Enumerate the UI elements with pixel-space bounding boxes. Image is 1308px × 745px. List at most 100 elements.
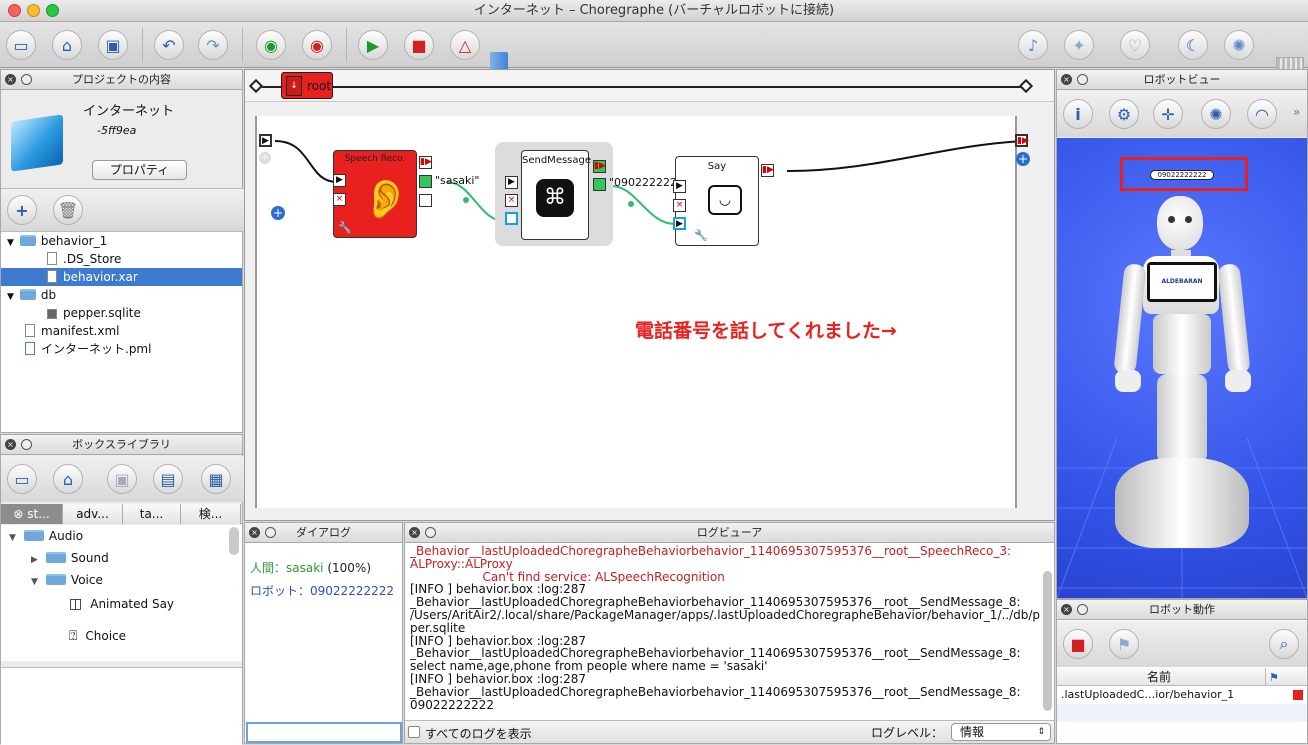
library-tab[interactable]: 検...	[181, 504, 241, 524]
sleep-icon[interactable]: ☾	[1178, 30, 1208, 60]
open-folder-icon[interactable]: ⌂	[52, 30, 82, 60]
add-output-icon[interactable]: +	[1016, 152, 1030, 166]
say-onstopped-port[interactable]: ▮▶	[761, 164, 774, 177]
speech-word-port[interactable]	[419, 175, 432, 188]
behavior-search-icon[interactable]: ⌕	[1269, 629, 1299, 659]
delete-item-button[interactable]: 🗑	[53, 195, 83, 225]
send-onstop-port[interactable]: ×	[505, 194, 518, 207]
library-tree-item[interactable]: ▶Sound	[31, 551, 109, 565]
settings-icon[interactable]: ✺	[1224, 30, 1254, 60]
volume-icon[interactable]: ♪	[1018, 30, 1048, 60]
library-tab[interactable]: ta...	[123, 504, 181, 524]
expand-arrow-icon[interactable]: ▶	[31, 555, 38, 565]
send-input-port[interactable]	[505, 212, 518, 225]
library-tree-item[interactable]: ◫Animated Say	[69, 596, 175, 612]
robot-3d-view[interactable]: 09022222222 ALDEBARAN	[1057, 138, 1307, 598]
expand-arrow-icon[interactable]: ▼	[7, 292, 14, 302]
flow-start-port[interactable]: ▶	[259, 134, 272, 147]
project-tree-item[interactable]: pepper.sqlite	[1, 304, 242, 322]
project-tree-item[interactable]: behavior.xar	[1, 268, 242, 286]
close-panel-icon[interactable]: ×	[5, 439, 16, 450]
sendmessage-box[interactable]: SendMessage ⌘	[521, 150, 591, 240]
library-tree-item[interactable]: ⍰Choice	[69, 628, 127, 644]
root-breadcrumb[interactable]: ↓ root	[281, 72, 333, 99]
stop-icon[interactable]: ■	[404, 30, 434, 60]
undo-icon[interactable]: ↶	[154, 30, 184, 60]
expand-arrow-icon[interactable]: ▼	[7, 238, 14, 248]
behavior-default-icon[interactable]: ⚑	[1109, 629, 1139, 659]
save-icon[interactable]: ▣	[98, 30, 128, 60]
behavior-stop-icon[interactable]: ■	[1063, 629, 1093, 659]
joint-icon[interactable]: ⚙	[1109, 99, 1139, 129]
library-manager-icon[interactable]: ▦	[201, 464, 231, 494]
dock-panel-icon[interactable]	[1077, 604, 1088, 615]
project-tree-item[interactable]: ▼db	[1, 286, 242, 304]
save-library-icon[interactable]: ▣	[107, 464, 137, 494]
say-box[interactable]: Say ◡ 🔧	[675, 156, 759, 246]
zoom-window-button[interactable]	[46, 4, 59, 17]
library-tree-item[interactable]: ▼Audio	[9, 529, 84, 543]
name-column-header[interactable]: 名前	[1147, 670, 1172, 684]
project-tree-item[interactable]: .DS_Store	[1, 250, 242, 268]
save-as-library-icon[interactable]: ▤	[153, 464, 183, 494]
close-window-button[interactable]	[8, 4, 21, 17]
say-input-port[interactable]: ▶	[673, 217, 686, 230]
close-panel-icon[interactable]: ×	[5, 74, 16, 85]
dock-panel-icon[interactable]	[21, 74, 32, 85]
send-onstopped-port[interactable]: ▮▶	[593, 160, 606, 173]
new-file-icon[interactable]: ▭	[6, 30, 36, 60]
dock-panel-icon[interactable]	[21, 439, 32, 450]
add-input-icon[interactable]: +	[271, 206, 285, 220]
speech-nothing-port[interactable]	[419, 194, 432, 207]
project-tree-item[interactable]: manifest.xml	[1, 322, 242, 340]
project-tree-item[interactable]: インターネット.pml	[1, 340, 242, 358]
dock-panel-icon[interactable]	[1077, 74, 1088, 85]
say-onstart-port[interactable]: ▶	[673, 180, 686, 193]
minimize-window-button[interactable]	[27, 4, 40, 17]
close-panel-icon[interactable]: ×	[1061, 74, 1072, 85]
default-column-icon[interactable]: ⚑	[1269, 671, 1279, 684]
redo-icon[interactable]: ↷	[198, 30, 228, 60]
library-tab[interactable]: adv...	[63, 504, 123, 524]
close-panel-icon[interactable]: ×	[1061, 604, 1072, 615]
close-panel-icon[interactable]: ×	[409, 527, 420, 538]
disconnect-icon[interactable]: ◉	[302, 30, 332, 60]
library-tab[interactable]: ⊗ st...	[1, 504, 63, 524]
expand-arrow-icon[interactable]: ▼	[31, 577, 38, 587]
send-output-port[interactable]	[593, 178, 606, 191]
speech-onstop-port[interactable]: ×	[333, 193, 346, 206]
fov-icon[interactable]: ◠	[1247, 99, 1277, 129]
more-icon[interactable]: »	[1293, 105, 1301, 119]
behavior-row[interactable]: .lastUploadedC…ior/behavior_1	[1057, 686, 1307, 704]
debug-icon[interactable]: △	[450, 30, 480, 60]
connect-icon[interactable]: ◉	[256, 30, 286, 60]
say-onstop-port[interactable]: ×	[673, 199, 686, 212]
library-scrollbar[interactable]	[229, 527, 239, 555]
speech-onstart-port[interactable]: ▶	[333, 174, 346, 187]
open-library-icon[interactable]: ⌂	[53, 464, 83, 494]
log-scrollbar[interactable]	[1043, 571, 1052, 711]
show-all-logs-checkbox[interactable]	[408, 726, 420, 738]
send-onstart-port[interactable]: ▶	[505, 176, 518, 189]
close-panel-icon[interactable]: ×	[249, 527, 260, 538]
close-tab-icon[interactable]: ⊗	[13, 507, 28, 521]
motor-icon[interactable]: ✺	[1201, 99, 1231, 129]
speech-reco-box[interactable]: Speech Reco. 👂 🔧	[333, 150, 417, 238]
play-icon[interactable]: ▶	[358, 30, 388, 60]
dialog-input[interactable]	[246, 722, 402, 743]
library-tree-item[interactable]: ▼Voice	[31, 573, 103, 587]
new-box-icon[interactable]: ▭	[7, 464, 37, 494]
flow-end-port[interactable]: ▮▶	[1015, 134, 1029, 147]
properties-button[interactable]: プロパティ	[92, 160, 187, 180]
heart-icon[interactable]: ♡	[1120, 30, 1150, 60]
info-icon[interactable]: i	[1063, 99, 1093, 129]
dock-panel-icon[interactable]	[265, 527, 276, 538]
project-tree-item[interactable]: ▼behavior_1	[1, 232, 242, 250]
add-item-button[interactable]: +	[7, 195, 37, 225]
dock-panel-icon[interactable]	[425, 527, 436, 538]
sensor-icon[interactable]: ✛	[1153, 99, 1183, 129]
animation-mode-icon[interactable]: ✦	[1064, 30, 1094, 60]
speech-onstopped-port[interactable]: ▮▶	[419, 156, 432, 169]
log-level-select[interactable]: 情報⇕	[951, 723, 1051, 741]
expand-arrow-icon[interactable]: ▼	[9, 533, 16, 543]
